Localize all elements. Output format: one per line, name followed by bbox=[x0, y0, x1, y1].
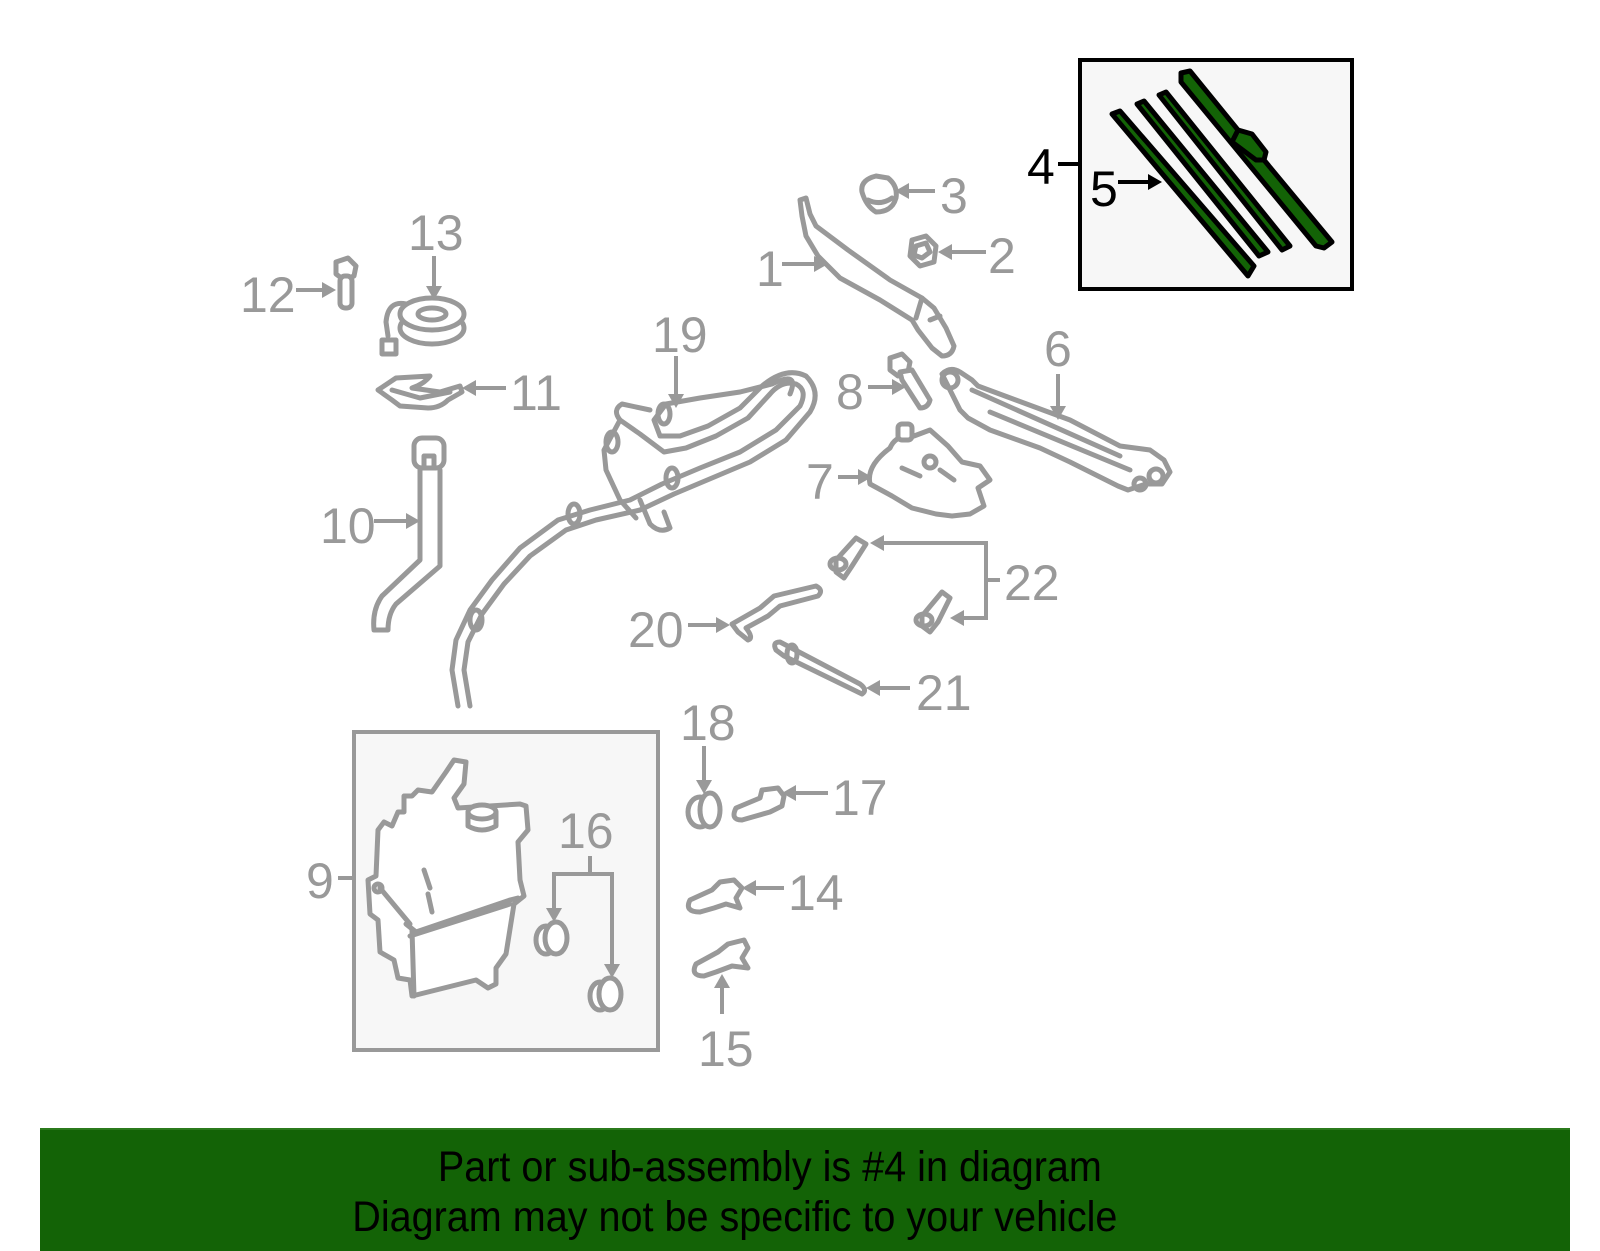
blade-strip-shape bbox=[1156, 89, 1293, 253]
part-18-grommet[interactable]: 18 bbox=[680, 695, 736, 830]
banner-part-note: Part or sub-assembly is #4 in diagram bbox=[437, 1143, 1103, 1191]
callout-16: 16 bbox=[558, 803, 614, 859]
wiper-blade-group[interactable]: 4 5 bbox=[1027, 58, 1354, 291]
callout-8: 8 bbox=[836, 364, 864, 420]
part-2-nut[interactable]: 2 bbox=[907, 228, 1016, 284]
callout-18: 18 bbox=[680, 695, 736, 751]
part-22-washer-nozzles[interactable]: 22 bbox=[827, 535, 1060, 635]
part-15-nozzle[interactable]: 15 bbox=[691, 937, 754, 1077]
callout-2: 2 bbox=[988, 228, 1016, 284]
callout-22: 22 bbox=[1004, 555, 1060, 611]
callout-21: 21 bbox=[916, 665, 972, 721]
callout-19: 19 bbox=[652, 307, 708, 363]
highlight-box bbox=[1078, 58, 1354, 291]
callout-9: 9 bbox=[306, 853, 334, 909]
part-8-bolt[interactable]: 8 bbox=[836, 351, 933, 420]
callout-7: 7 bbox=[806, 454, 834, 510]
part-14-nozzle[interactable]: 14 bbox=[685, 865, 844, 921]
part-21-hose[interactable]: 21 bbox=[772, 639, 972, 721]
info-banner: Part or sub-assembly is #4 in diagram Di… bbox=[40, 1128, 1570, 1251]
callout-17: 17 bbox=[832, 770, 888, 826]
part-13-washer-pump[interactable]: 13 bbox=[379, 205, 467, 357]
part-1-wiper-arm[interactable]: 1 bbox=[756, 195, 957, 359]
part-7-wiper-motor[interactable]: 7 bbox=[806, 421, 993, 519]
callout-5: 5 bbox=[1090, 161, 1118, 217]
callout-11: 11 bbox=[510, 365, 562, 421]
part-10-filler-neck[interactable]: 10 bbox=[320, 435, 447, 633]
callout-3: 3 bbox=[940, 168, 968, 224]
callout-14: 14 bbox=[788, 865, 844, 921]
blade-strip-shape bbox=[1134, 98, 1271, 259]
part-20-hose[interactable]: 20 bbox=[628, 583, 824, 658]
part-6-linkage[interactable]: 6 bbox=[939, 321, 1173, 493]
callout-12: 12 bbox=[240, 267, 296, 323]
part-3-cap[interactable]: 3 bbox=[859, 168, 968, 224]
callout-10: 10 bbox=[320, 498, 376, 554]
part-17-connector[interactable]: 17 bbox=[731, 770, 888, 826]
callout-15: 15 bbox=[698, 1021, 754, 1077]
banner-disclaimer: Diagram may not be specific to your vehi… bbox=[352, 1193, 1118, 1241]
part-19-washer-hose[interactable]: 19 bbox=[449, 307, 818, 709]
callout-4: 4 bbox=[1027, 139, 1055, 195]
callout-13: 13 bbox=[408, 205, 464, 261]
part-11-bracket[interactable]: 11 bbox=[375, 365, 562, 421]
blade-insert-shape[interactable] bbox=[1109, 108, 1257, 279]
callout-1: 1 bbox=[756, 241, 784, 297]
callout-6: 6 bbox=[1044, 321, 1072, 377]
part-9-washer-reservoir[interactable]: 9 16 bbox=[306, 730, 660, 1052]
part-12-bolt[interactable]: 12 bbox=[240, 255, 359, 323]
callout-20: 20 bbox=[628, 602, 684, 658]
